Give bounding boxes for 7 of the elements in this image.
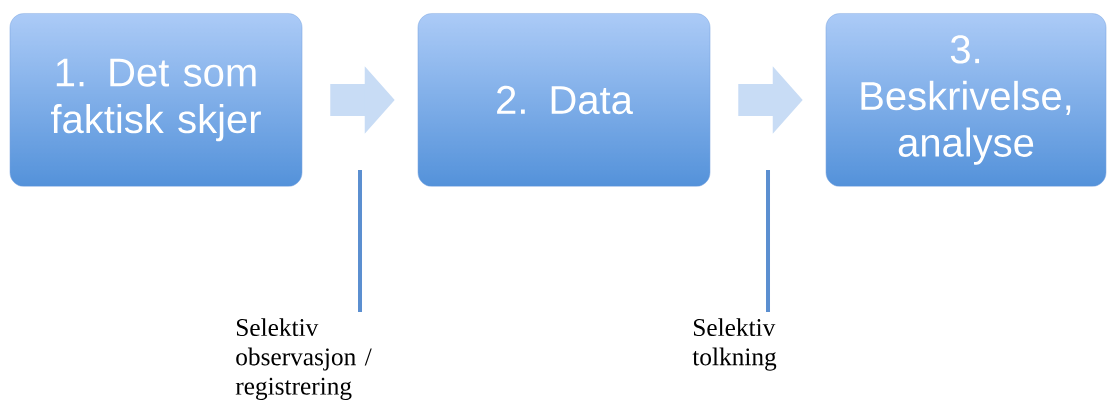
annotation-text: Selektiv observasjon / registrering xyxy=(235,318,372,400)
process-box: 2. Data xyxy=(417,13,711,187)
leader-line xyxy=(358,170,362,312)
process-box: 3. Beskrivelse, analyse xyxy=(825,13,1107,187)
process-box: 1. Det som faktisk skjer xyxy=(9,13,303,187)
leader-line xyxy=(766,170,770,312)
annotation-text: Selektiv tolkning xyxy=(692,318,777,371)
